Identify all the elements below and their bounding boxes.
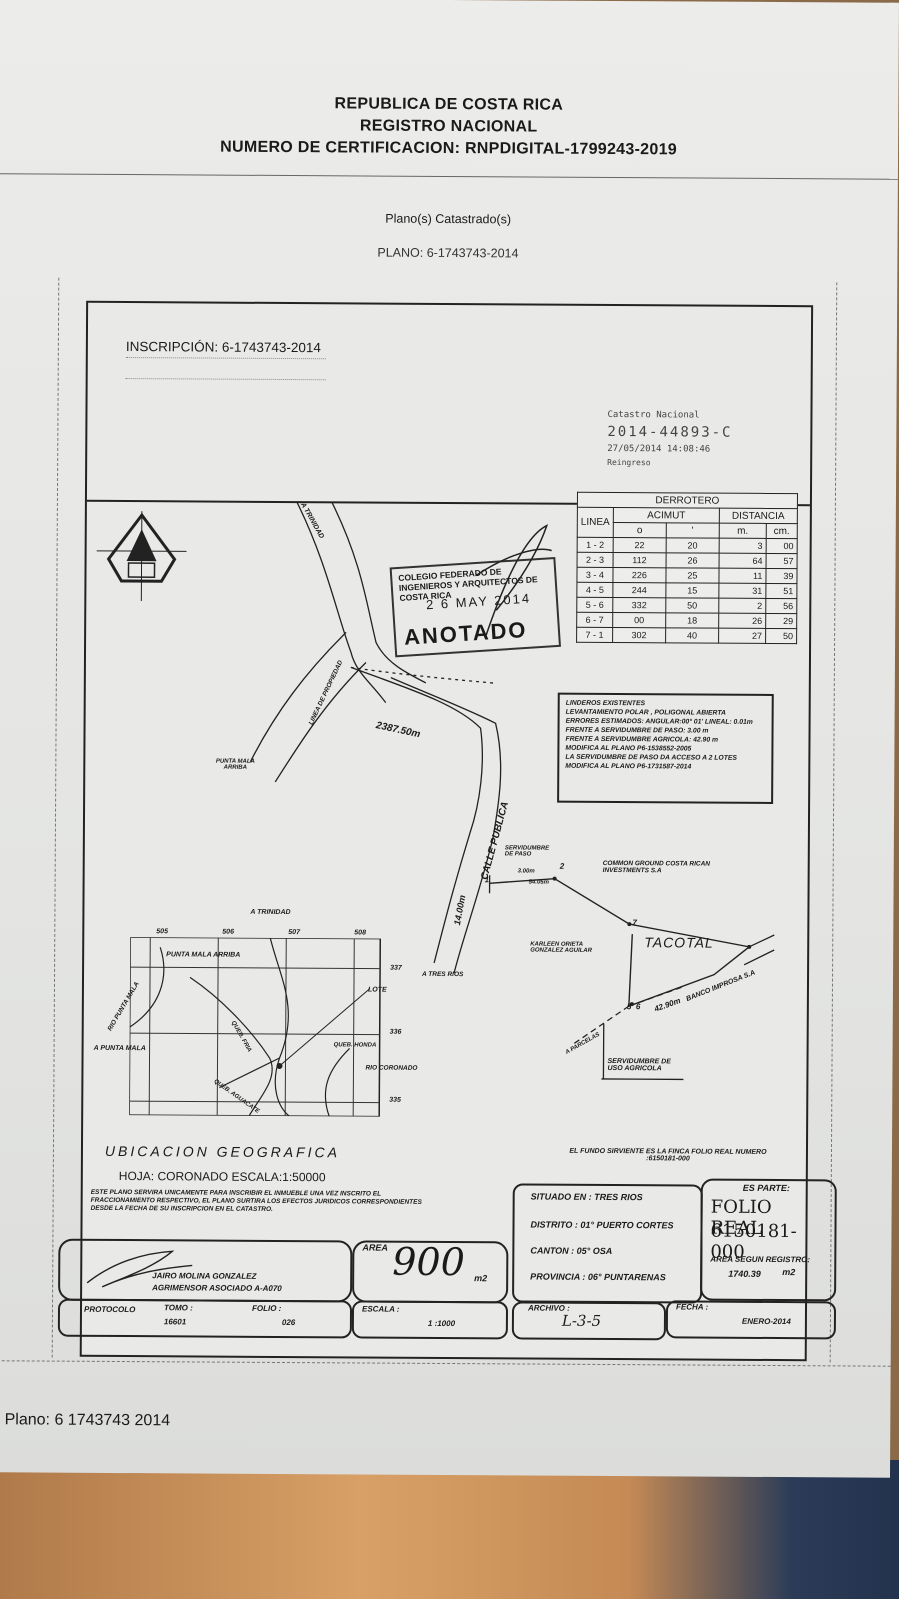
archivo-value: L-3-5 — [561, 1311, 602, 1330]
header-registry: REGISTRO NACIONAL — [359, 117, 538, 136]
escala-label: ESCALA : — [361, 1304, 400, 1314]
label-servidumbre-paso: SERVIDUMBRE DE PASO — [504, 845, 550, 858]
catastro-datetime: 27/05/2014 14:08:46 — [607, 443, 711, 455]
area-unit: m2 — [474, 1273, 488, 1284]
loc-a-punta-mala: A PUNTA MALA — [93, 1044, 146, 1053]
header-country: REPUBLICA DE COSTA RICA — [334, 95, 564, 114]
provincia: PROVINCIA : 06° PUNTARENAS — [530, 1271, 666, 1283]
certificate-page: REPUBLICA DE COSTA RICA REGISTRO NACIONA… — [0, 0, 899, 1478]
section-title: Plano(s) Catastrado(s) — [385, 211, 512, 227]
point-7: 7 — [632, 918, 637, 928]
point-6: 6 — [635, 1002, 641, 1012]
loc-x-505: 505 — [156, 928, 169, 936]
label-common-ground: COMMON GROUND COSTA RICAN INVESTMENTS S.… — [602, 859, 710, 875]
loc-lote: LOTE — [367, 986, 387, 994]
label-karleen: KARLEEN ORIETA GONZALEZ AGUILAR — [530, 941, 592, 954]
loc-y-337: 337 — [390, 964, 402, 972]
label-d-3: 3.00m — [517, 868, 535, 875]
area-registro-value: 1740.39 — [728, 1268, 761, 1279]
label-d-54: 54.05m — [528, 879, 549, 886]
area-registro-label: AREA SEGUN REGISTRO: — [710, 1254, 811, 1265]
background-surface — [0, 1460, 899, 1599]
label-a-tres-rios: A TRES RIOS — [422, 970, 464, 979]
distrito: DISTRITO : 01° PUERTO CORTES — [530, 1219, 674, 1231]
escala-value: 1 :1000 — [427, 1318, 456, 1329]
fecha-label: FECHA : — [675, 1302, 709, 1312]
point-1: 1 — [484, 875, 490, 885]
loc-rio-coronado: RIO CORONADO — [365, 1064, 418, 1072]
cadastral-plan: INSCRIPCIÓN: 6-1743743-2014 Catastro Nac… — [57, 300, 837, 1362]
loc-y-335: 335 — [389, 1096, 401, 1104]
header-certification-number: NUMERO DE CERTIFICACION: RNPDIGITAL-1799… — [220, 138, 678, 159]
area-label: AREA — [362, 1242, 388, 1253]
signature-scribble-icon — [476, 524, 552, 636]
label-punta-mala-arriba: PUNTA MALA ARRIBA — [215, 758, 255, 771]
disclaimer: ESTE PLANO SERVIRA UNICAMENTE PARA INSCR… — [90, 1188, 422, 1213]
label-servidumbre-agricola: SERVIDUMBRE DE USO AGRICOLA — [607, 1057, 671, 1073]
footer-plano: 3 Plano: 6 1743743 2014 — [0, 1411, 171, 1430]
fundo-sirviente: EL FUNDO SIRVIENTE ES LA FINCA FOLIO REA… — [569, 1147, 767, 1163]
tomo-label: TOMO : — [163, 1303, 193, 1313]
tomo-value: 16601 — [163, 1317, 187, 1327]
loc-a-trinidad: A TRINIDAD — [250, 908, 291, 917]
situado-en: SITUADO EN : TRES RIOS — [530, 1191, 643, 1203]
surveyor-name: JAIRO MOLINA GONZALEZ — [152, 1271, 257, 1281]
ubicacion-title: UBICACION GEOGRAFICA — [104, 1142, 341, 1161]
loc-punta-mala-arriba: PUNTA MALA ARRIBA — [166, 951, 241, 959]
inscription-number: INSCRIPCIÓN: 6-1743743-2014 — [125, 339, 322, 356]
loc-x-506: 506 — [222, 928, 235, 936]
canton: CANTON : 05° OSA — [530, 1245, 613, 1257]
area-registro-unit: m2 — [782, 1267, 796, 1278]
point-5: 5 — [626, 1002, 632, 1012]
crop-line-bottom — [0, 1360, 891, 1367]
site-drawing — [249, 501, 775, 1081]
loc-y-336: 336 — [389, 1028, 402, 1036]
hoja-escala: HOJA: CORONADO ESCALA:1:50000 — [118, 1169, 326, 1185]
plano-number: PLANO: 6-1743743-2014 — [377, 245, 519, 261]
fecha-value: ENERO-2014 — [741, 1316, 791, 1327]
crop-line-left — [51, 277, 60, 1358]
es-parte: ES PARTE: — [742, 1182, 790, 1194]
surveyor-signature-icon — [86, 1250, 193, 1288]
loc-x-508: 508 — [354, 929, 367, 937]
label-tacotal: TACOTAL — [644, 934, 714, 951]
catastro-number: 2014-44893-C — [607, 423, 733, 441]
surveyor-title: AGRIMENSOR ASOCIADO A-A070 — [152, 1283, 282, 1293]
point-2: 2 — [559, 861, 565, 871]
loc-queb-honda: QUEB. HONDA — [333, 1042, 377, 1049]
catastro-status: Reingreso — [607, 457, 651, 468]
catastro-title: Catastro Nacional — [607, 409, 700, 421]
area-value: 900 — [392, 1239, 465, 1285]
inscription-small-print — [125, 357, 326, 381]
folio-value: 026 — [281, 1318, 296, 1328]
protocolo-label: PROTOCOLO — [83, 1304, 136, 1315]
folio-label: FOLIO : — [251, 1303, 282, 1313]
loc-x-507: 507 — [288, 929, 301, 937]
north-arrow-icon — [96, 511, 187, 602]
location-map — [129, 937, 382, 1117]
header-divider — [0, 173, 898, 180]
